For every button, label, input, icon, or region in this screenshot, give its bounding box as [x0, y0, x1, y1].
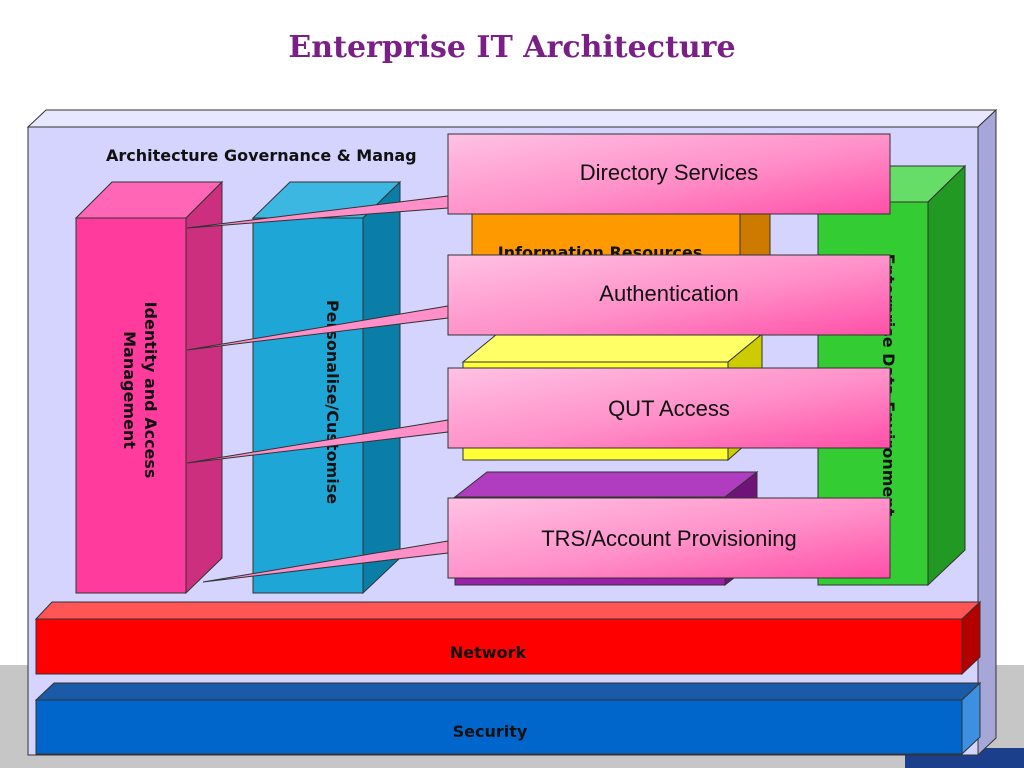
identity-pillar-label-line2: Management	[120, 331, 139, 449]
callout-authentication-label: Authentication	[599, 281, 738, 306]
security-label: Security	[453, 722, 528, 741]
page-title: Enterprise IT Architecture	[288, 30, 736, 65]
callout-trs-provisioning: TRS/Account Provisioning	[447, 497, 891, 579]
identity-pillar-label-line1: Identity and Access	[141, 302, 160, 479]
personalise-pillar: Personalise/Customise	[251, 180, 402, 595]
callout-authentication: Authentication	[447, 254, 891, 336]
callout-trs-provisioning-label: TRS/Account Provisioning	[541, 526, 797, 551]
governance-label: Architecture Governance & Manag	[106, 146, 417, 165]
security-layer: Security	[34, 681, 982, 756]
personalise-pillar-label: Personalise/Customise	[323, 300, 342, 504]
identity-pillar: Identity and Access Management	[74, 180, 224, 595]
callout-directory-services: Directory Services	[447, 133, 891, 215]
callout-directory-services-label: Directory Services	[580, 160, 758, 185]
network-label: Network	[450, 643, 527, 662]
callout-qut-access: QUT Access	[447, 367, 891, 449]
network-layer: Network	[34, 600, 982, 676]
callout-qut-access-label: QUT Access	[608, 396, 730, 421]
